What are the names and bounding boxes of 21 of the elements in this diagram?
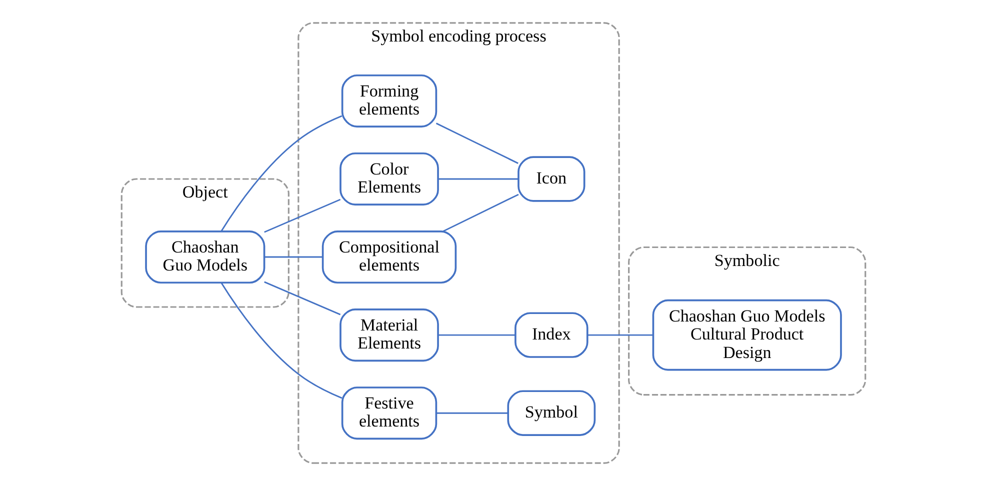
connector [436,412,508,414]
node-box: Forming elements [341,74,438,128]
connector [588,334,654,336]
node-box: Festive elements [341,386,438,440]
node-box: Icon [518,156,586,202]
connector [442,194,519,232]
node-box: Symbol [507,390,596,436]
connector [438,178,518,180]
connector [264,256,323,258]
connector [264,198,341,233]
node-box: Index [514,312,588,358]
node-box: Chaoshan Guo Models Cultural Product Design [652,299,842,371]
node-box: Material Elements [340,308,439,362]
connector [220,282,342,399]
connector [438,334,515,336]
node-box: Compositional elements [322,230,457,284]
node-box: Chaoshan Guo Models [145,230,266,284]
connector [436,122,518,164]
node-box: Color Elements [340,152,439,206]
connector [264,281,341,316]
connector [220,115,342,232]
